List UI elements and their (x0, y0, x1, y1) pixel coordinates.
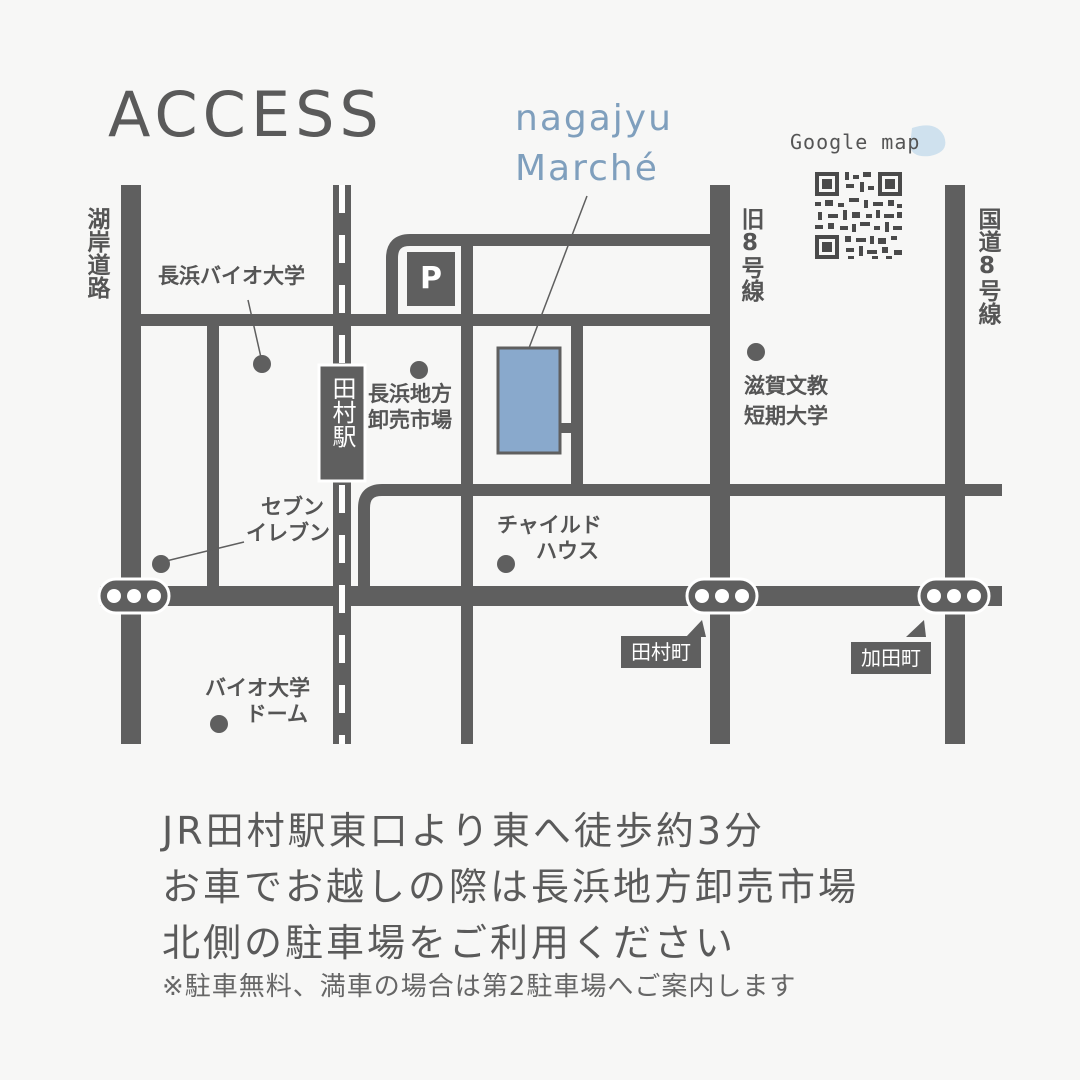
label-market-line2: 卸売市場 (368, 408, 452, 432)
tamura-callout-tail (686, 620, 706, 637)
info-line-3: 北側の駐車場をご利用ください (162, 921, 737, 965)
label-seven-line1: セブン (261, 495, 324, 519)
label-child-line2: ハウス (536, 539, 599, 563)
google-map-label: Google map (790, 130, 921, 154)
traffic-signal-tamura (685, 577, 759, 615)
page-title: ACCESS (108, 78, 384, 151)
label-bio-univ: 長浜バイオ大学 (158, 264, 305, 288)
shiga-dot (747, 343, 765, 361)
label-market-line1: 長浜地方 (368, 382, 452, 406)
parking-box (407, 252, 455, 306)
road-parking-loop (386, 234, 720, 320)
map-bubble-icon (910, 125, 946, 157)
traffic-signal-kada (917, 577, 991, 615)
landmark-markers (152, 299, 765, 733)
intersection-kada: 加田町 (851, 642, 931, 674)
road-label-kokudo8: 国道8号線 (974, 207, 1000, 325)
traffic-signal-left (97, 577, 171, 615)
label-shiga-line1: 滋賀文教 (744, 374, 828, 398)
seven-dot (152, 555, 170, 573)
brand-name-line2: Marché (515, 148, 659, 189)
bio-univ-dot (253, 355, 271, 373)
brand-name-line1: nagajyu (515, 98, 673, 139)
road-network (100, 185, 1002, 744)
parking-note: ※駐車無料、満車の場合は第2駐車場へご案内します (162, 972, 797, 1002)
label-shiga-line2: 短期大学 (744, 404, 828, 428)
label-child-line1: チャイルド (497, 513, 602, 537)
kada-callout-tail (906, 620, 926, 637)
label-dome-line1: バイオ大学 (205, 676, 310, 700)
road-label-kogan: 湖岸道路 (83, 207, 109, 299)
road-east (358, 484, 1002, 586)
info-line-2: お車でお越しの際は長浜地方卸売市場 (162, 865, 860, 909)
marche-pointer (528, 195, 588, 349)
station-box (317, 363, 367, 483)
label-dome-line2: ドーム (245, 702, 308, 726)
road-label-kyu8: 旧8号線 (737, 207, 763, 302)
label-seven-line2: イレブン (246, 521, 330, 545)
info-line-1: JR田村駅東口より東へ徒歩約3分 (162, 809, 766, 853)
marche-building (496, 346, 562, 455)
market-dot (410, 361, 428, 379)
dome-dot (210, 715, 228, 733)
station-label: 田村駅 (328, 376, 356, 448)
parking-label: P (420, 261, 442, 296)
intersection-tamura: 田村町 (621, 636, 701, 668)
qr-code (815, 172, 902, 259)
child-dot (497, 555, 515, 573)
